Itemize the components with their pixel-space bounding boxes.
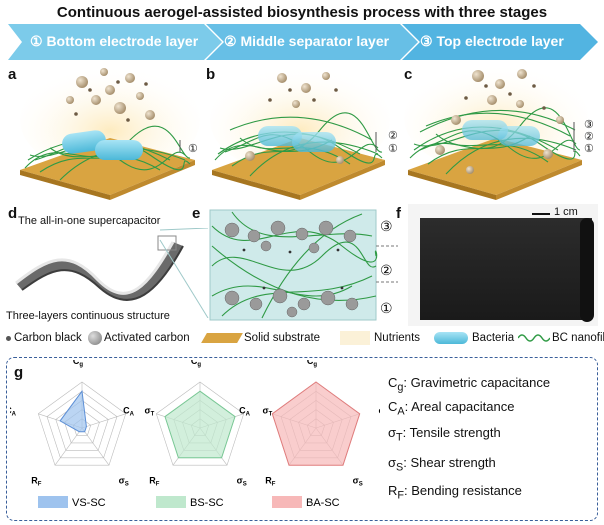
radar-grid-ring: [46, 390, 118, 459]
radar-series-ba-sc: [271, 381, 361, 466]
radar-axis-label: CA: [123, 405, 135, 417]
panel-f-letter: f: [396, 205, 401, 222]
definition-cg: Cg: Gravimetric capacitance: [388, 375, 551, 394]
panel-b-letter: b: [206, 66, 216, 83]
radar-legend-swatch: [38, 496, 68, 508]
radar-axis-label: σS: [119, 476, 129, 488]
scale-bar-label: 1 cm: [554, 206, 578, 218]
radar-legend-swatch: [156, 496, 186, 508]
panel-b-marker-1: ①: [388, 143, 398, 155]
definitions-list: Cg: Gravimetric capacitance CA: Areal ca…: [388, 372, 598, 512]
radar-axis-label: σS: [237, 476, 247, 488]
legend-bc-nanofiber: BC nanofiber: [552, 332, 604, 344]
panel-d-bottom-label: Three-layers continuous structure: [6, 310, 170, 322]
panel-b-marker-2: ②: [388, 130, 398, 142]
radar-chart-vs-sc: Cg σT σS RF CA VS-SC: [10, 360, 155, 509]
stage-3-arrow: [402, 24, 598, 60]
legend-solid-substrate: Solid substrate: [244, 332, 321, 344]
panel-a-illustration: [20, 65, 200, 200]
film-roll: [580, 218, 594, 322]
scale-bar: [532, 213, 550, 215]
radar-charts: Cg σT σS RF CA VS-SC Cg σT σS RF CA BS-SC Cg σT σS RF CA…: [10, 360, 380, 509]
panel-c-marker-3: ③: [584, 119, 594, 131]
panel-f-photo: 1 cm: [408, 204, 598, 326]
panel-e-marker-1: ①: [380, 300, 393, 316]
legend-row: Carbon black Activated carbon Solid subs…: [4, 330, 604, 350]
radar-axis-label: CA: [10, 405, 17, 417]
small-dot-icon: [6, 336, 11, 341]
panel-b-illustration: [210, 65, 390, 200]
definition-ss: σS: Shear strength: [388, 455, 496, 474]
panel-a-letter: a: [8, 66, 17, 83]
radar-axis-label: σS: [353, 476, 363, 488]
legend-activated-carbon: Activated carbon: [104, 332, 190, 344]
panel-g-box: [6, 357, 598, 521]
definition-rf: RF: Bending resistance: [388, 483, 522, 502]
radar-series-vs-sc: [59, 389, 87, 433]
stage-2-label: ② Middle separator layer: [224, 33, 390, 49]
radar-chart-ba-sc: Cg σT σS RF CA BA-SC: [239, 360, 380, 509]
radar-axis-label: Cg: [307, 360, 318, 368]
panel-e-layer-illustration: [209, 209, 398, 321]
stage-arrow-bar: [8, 24, 598, 60]
panel-a-marker-1: ①: [188, 143, 198, 155]
definition-ca: CA: Areal capacitance: [388, 399, 515, 418]
panel-e-marker-2: ②: [380, 262, 393, 278]
radar-legend-swatch: [272, 496, 302, 508]
panel-d-letter: d: [8, 205, 18, 222]
radar-legend-label: BA-SC: [306, 497, 340, 509]
figure-title: Continuous aerogel-assisted biosynthesis…: [56, 4, 548, 21]
radar-legend-label: BS-SC: [190, 497, 224, 509]
radar-grid-ring: [37, 381, 127, 466]
legend-bacteria: Bacteria: [472, 332, 515, 344]
sphere-icon: [88, 331, 102, 345]
panel-c-marker-1: ①: [584, 143, 594, 155]
panel-g-letter: g: [14, 364, 24, 381]
legend-nutrients: Nutrients: [374, 332, 421, 344]
supercapacitor-film-image: [420, 218, 592, 320]
radar-spoke: [81, 427, 110, 466]
fiber-icon: [518, 334, 550, 342]
radar-axis-label: Cg: [73, 360, 84, 368]
radar-axis-label: RF: [149, 476, 160, 488]
process-illustrations: [20, 63, 588, 200]
nutrients-icon: [340, 331, 370, 345]
panel-c-letter: c: [404, 66, 413, 83]
radar-axis-label: CA: [239, 405, 251, 417]
substrate-icon: [201, 333, 243, 343]
radar-spoke: [54, 427, 83, 466]
legend-carbon-black: Carbon black: [14, 332, 82, 344]
radar-spoke: [81, 413, 126, 429]
radar-axis-label: σT: [262, 405, 272, 417]
stage-2-arrow: [206, 24, 418, 60]
radar-axis-label: σT: [144, 405, 154, 417]
stage-1-label: ① Bottom electrode layer: [30, 33, 199, 49]
radar-axis-label: RF: [265, 476, 276, 488]
radar-legend-label: VS-SC: [72, 497, 106, 509]
panel-e-letter: e: [192, 205, 201, 222]
panel-c-illustration: [404, 63, 588, 200]
definition-st: σT: Tensile strength: [388, 425, 501, 444]
panel-c-marker-2: ②: [584, 131, 594, 143]
panel-d-to-e-zoom-lines: [159, 228, 209, 318]
panel-e-marker-3: ③: [380, 218, 393, 234]
stage-3-label: ③ Top electrode layer: [420, 33, 564, 49]
stage-1-arrow: [8, 24, 222, 60]
radar-chart-bs-sc: Cg σT σS RF CA BS-SC: [123, 360, 272, 509]
radar-grid-ring: [155, 381, 245, 466]
panel-d-supercapacitor-illustration: [15, 235, 184, 301]
radar-series-bs-sc: [164, 390, 236, 459]
radar-grid-ring: [55, 400, 109, 451]
bacteria-icon: [434, 332, 468, 344]
panel-d-top-label: The all-in-one supercapacitor: [18, 215, 161, 227]
radar-axis-label: RF: [31, 476, 42, 488]
radar-axis-label: σT: [378, 405, 380, 417]
radar-axis-label: Cg: [191, 360, 202, 368]
